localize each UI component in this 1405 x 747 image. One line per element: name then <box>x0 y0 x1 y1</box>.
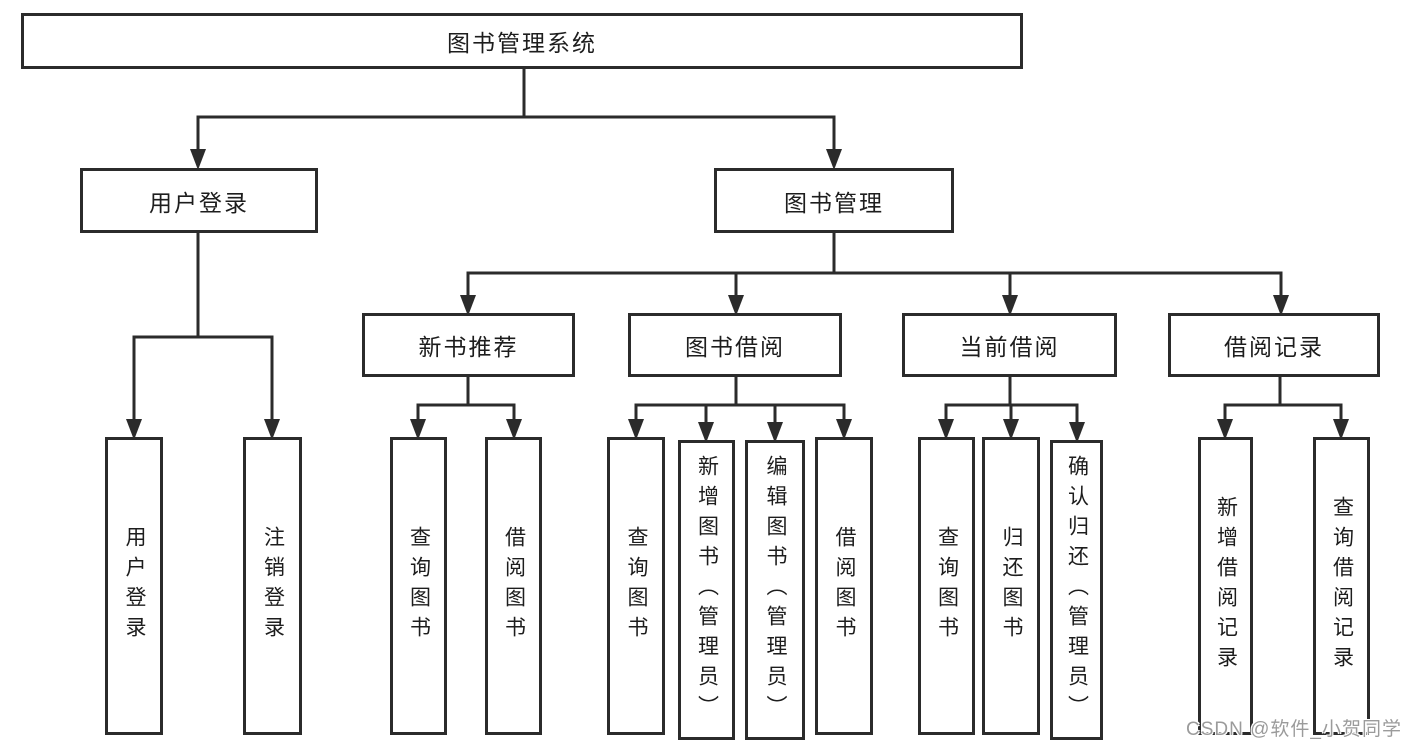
leaf-nb-query-book: 查询图书 <box>390 437 447 735</box>
watermark: CSDN @软件_小贺同学 <box>1186 719 1402 740</box>
node-book-management: 图书管理 <box>714 168 954 233</box>
node-borrow-records: 借阅记录 <box>1168 313 1380 377</box>
leaf-logout: 注销登录 <box>243 437 302 735</box>
node-new-book-recommend: 新书推荐 <box>362 313 575 377</box>
leaf-nb-borrow-book: 借阅图书 <box>485 437 542 735</box>
node-user-login: 用户登录 <box>80 168 318 233</box>
node-current-borrow: 当前借阅 <box>902 313 1117 377</box>
leaf-br-query-record: 查询借阅记录 <box>1313 437 1370 735</box>
leaf-bb-borrow-book: 借阅图书 <box>815 437 873 735</box>
leaf-cb-confirm-return-admin: 确认归还（管理员） <box>1050 440 1103 740</box>
leaf-cb-return-book: 归还图书 <box>982 437 1040 735</box>
leaf-cb-query-book: 查询图书 <box>918 437 975 735</box>
leaf-user-login: 用户登录 <box>105 437 163 735</box>
leaf-br-add-record: 新增借阅记录 <box>1198 437 1253 735</box>
node-book-borrow: 图书借阅 <box>628 313 842 377</box>
node-library-system: 图书管理系统 <box>21 13 1023 69</box>
leaf-bb-query-book: 查询图书 <box>607 437 665 735</box>
leaf-bb-edit-book-admin: 编辑图书（管理员） <box>745 440 805 740</box>
leaf-bb-add-book-admin: 新增图书（管理员） <box>678 440 735 740</box>
